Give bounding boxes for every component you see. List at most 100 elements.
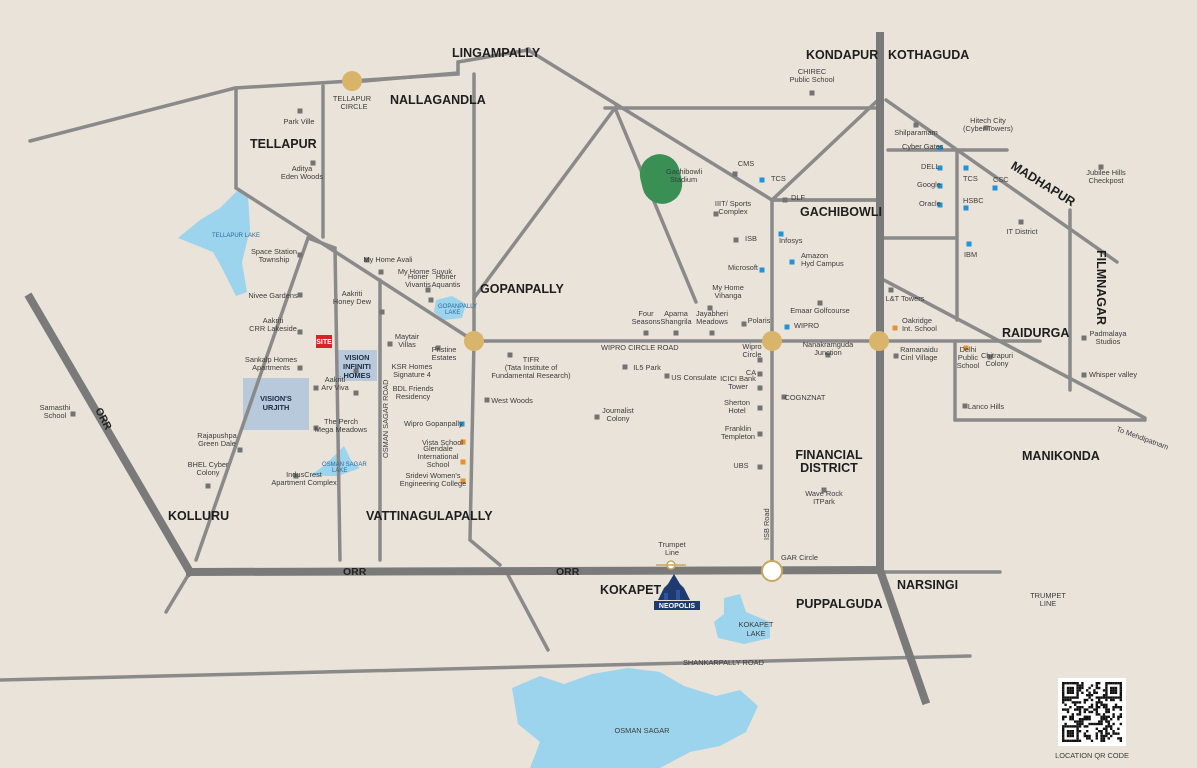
marker-shilparamam: [913, 122, 919, 128]
trumpet-line-label-1: Trumpet: [658, 540, 685, 549]
label-cyber_gates: Cyber Gates: [902, 142, 944, 151]
orr-west: [24, 292, 196, 578]
gachibowli-stadium-label-1: Gachibowli: [666, 167, 703, 176]
area-puppalguda: PUPPALGUDA: [796, 597, 883, 611]
marker-wave_rock: [821, 487, 827, 493]
marker-isb: [733, 237, 739, 243]
road-tellapur-west: [234, 86, 476, 343]
label-oracle: Oracle: [919, 199, 941, 208]
marker-franklin: [757, 431, 763, 437]
water-bodies: [178, 190, 770, 768]
marker-bhel: [205, 483, 211, 489]
osman-sagar-label: OSMAN SAGAR: [614, 726, 669, 735]
osman-sagar-lake-label-1: OSMAN SAGAR: [322, 462, 367, 468]
junction-markers: [342, 71, 889, 351]
gopanpally-lake-label-2: LAKE: [445, 310, 460, 316]
tellapur-circle-label-2: CIRCLE: [340, 102, 367, 111]
marker-google: [937, 183, 943, 189]
orr-east: [876, 32, 931, 706]
marker-ca: [757, 371, 763, 377]
gachibowli-stadium-label-2: Stadium: [670, 175, 697, 184]
label-microsoft: Microsoft: [728, 263, 758, 272]
major-roads: [24, 32, 931, 706]
marker-nivee: [297, 292, 303, 298]
marker-csc: [992, 185, 998, 191]
tellapur-circle-marker: [342, 71, 362, 91]
marker-my_home_vihanga: [707, 305, 713, 311]
area-gopanpally: GOPANPALLY: [480, 282, 564, 296]
area-lingampally: LINGAMPALLY: [452, 46, 541, 60]
kokapet-lake-label-2: LAKE: [747, 629, 766, 638]
marker-hsbc: [963, 205, 969, 211]
gar-circle-marker: [761, 560, 783, 582]
road-madhapur: [884, 98, 1119, 264]
marker-indus_crest: [293, 473, 299, 479]
logo-text: NEOPOLIS: [659, 603, 696, 610]
visions-urjith-label-2: URJITH: [263, 403, 290, 412]
marker-dlf: [782, 197, 788, 203]
marker-aakriti_crr: [297, 329, 303, 335]
marker-chirec: [809, 90, 815, 96]
area-gachibowli: GACHIBOWLI: [800, 205, 882, 219]
marker-emaar: [817, 300, 823, 306]
lingampally-node: [525, 47, 531, 53]
marker-ubs: [757, 464, 763, 470]
marker-dell: [937, 165, 943, 171]
road-kolluru-southwest: [164, 570, 192, 614]
trumpet-line-legend-1: TRUMPET: [1030, 591, 1066, 600]
marker-west_woods: [484, 397, 490, 403]
marker-wipro_circle: [757, 357, 763, 363]
marker-sridevi: [460, 478, 466, 484]
marker-honer_vivantis: [425, 287, 431, 293]
label-wipro_gopanpally: Wipro Gopanpally: [404, 419, 463, 428]
marker-ksr: [353, 368, 359, 374]
marker-pristine: [435, 345, 441, 351]
area-manikonda: MANIKONDA: [1022, 449, 1100, 463]
road-gopanpally-south: [468, 339, 502, 567]
marker-us_consulate: [664, 373, 670, 379]
road-shankarpally: [0, 654, 972, 682]
marker-lt_towers: [888, 287, 894, 293]
isb-road-label: ISB Road: [762, 508, 771, 540]
marker-park_ville: [297, 108, 303, 114]
trumpet-line-legend-2: LINE: [1040, 599, 1057, 608]
gar-circle-label: GAR Circle: [781, 553, 818, 562]
road-network: [0, 48, 1147, 682]
label-west_woods: West Woods: [491, 396, 533, 405]
marker-ramanaidu: [893, 353, 899, 359]
area-kothaguda: KOTHAGUDA: [888, 48, 969, 62]
marker-samasthi: [70, 411, 76, 417]
marker-jubilee: [1098, 164, 1104, 170]
area-filmnagar: FILMNAGAR: [1094, 250, 1108, 325]
osman-sagar-shape: [512, 668, 758, 768]
label-csc: CSC: [993, 175, 1009, 184]
junction-labels: TELLAPUR CIRCLE GAR Circle Trumpet Line …: [333, 94, 1066, 608]
marker-the_perch: [313, 425, 319, 431]
label-hsbc: HSBC: [963, 196, 984, 205]
gachibowli-stadium: [639, 154, 683, 204]
marker-rajapushpa: [237, 447, 243, 453]
label-cognznat: COGNZNAT: [785, 393, 826, 402]
